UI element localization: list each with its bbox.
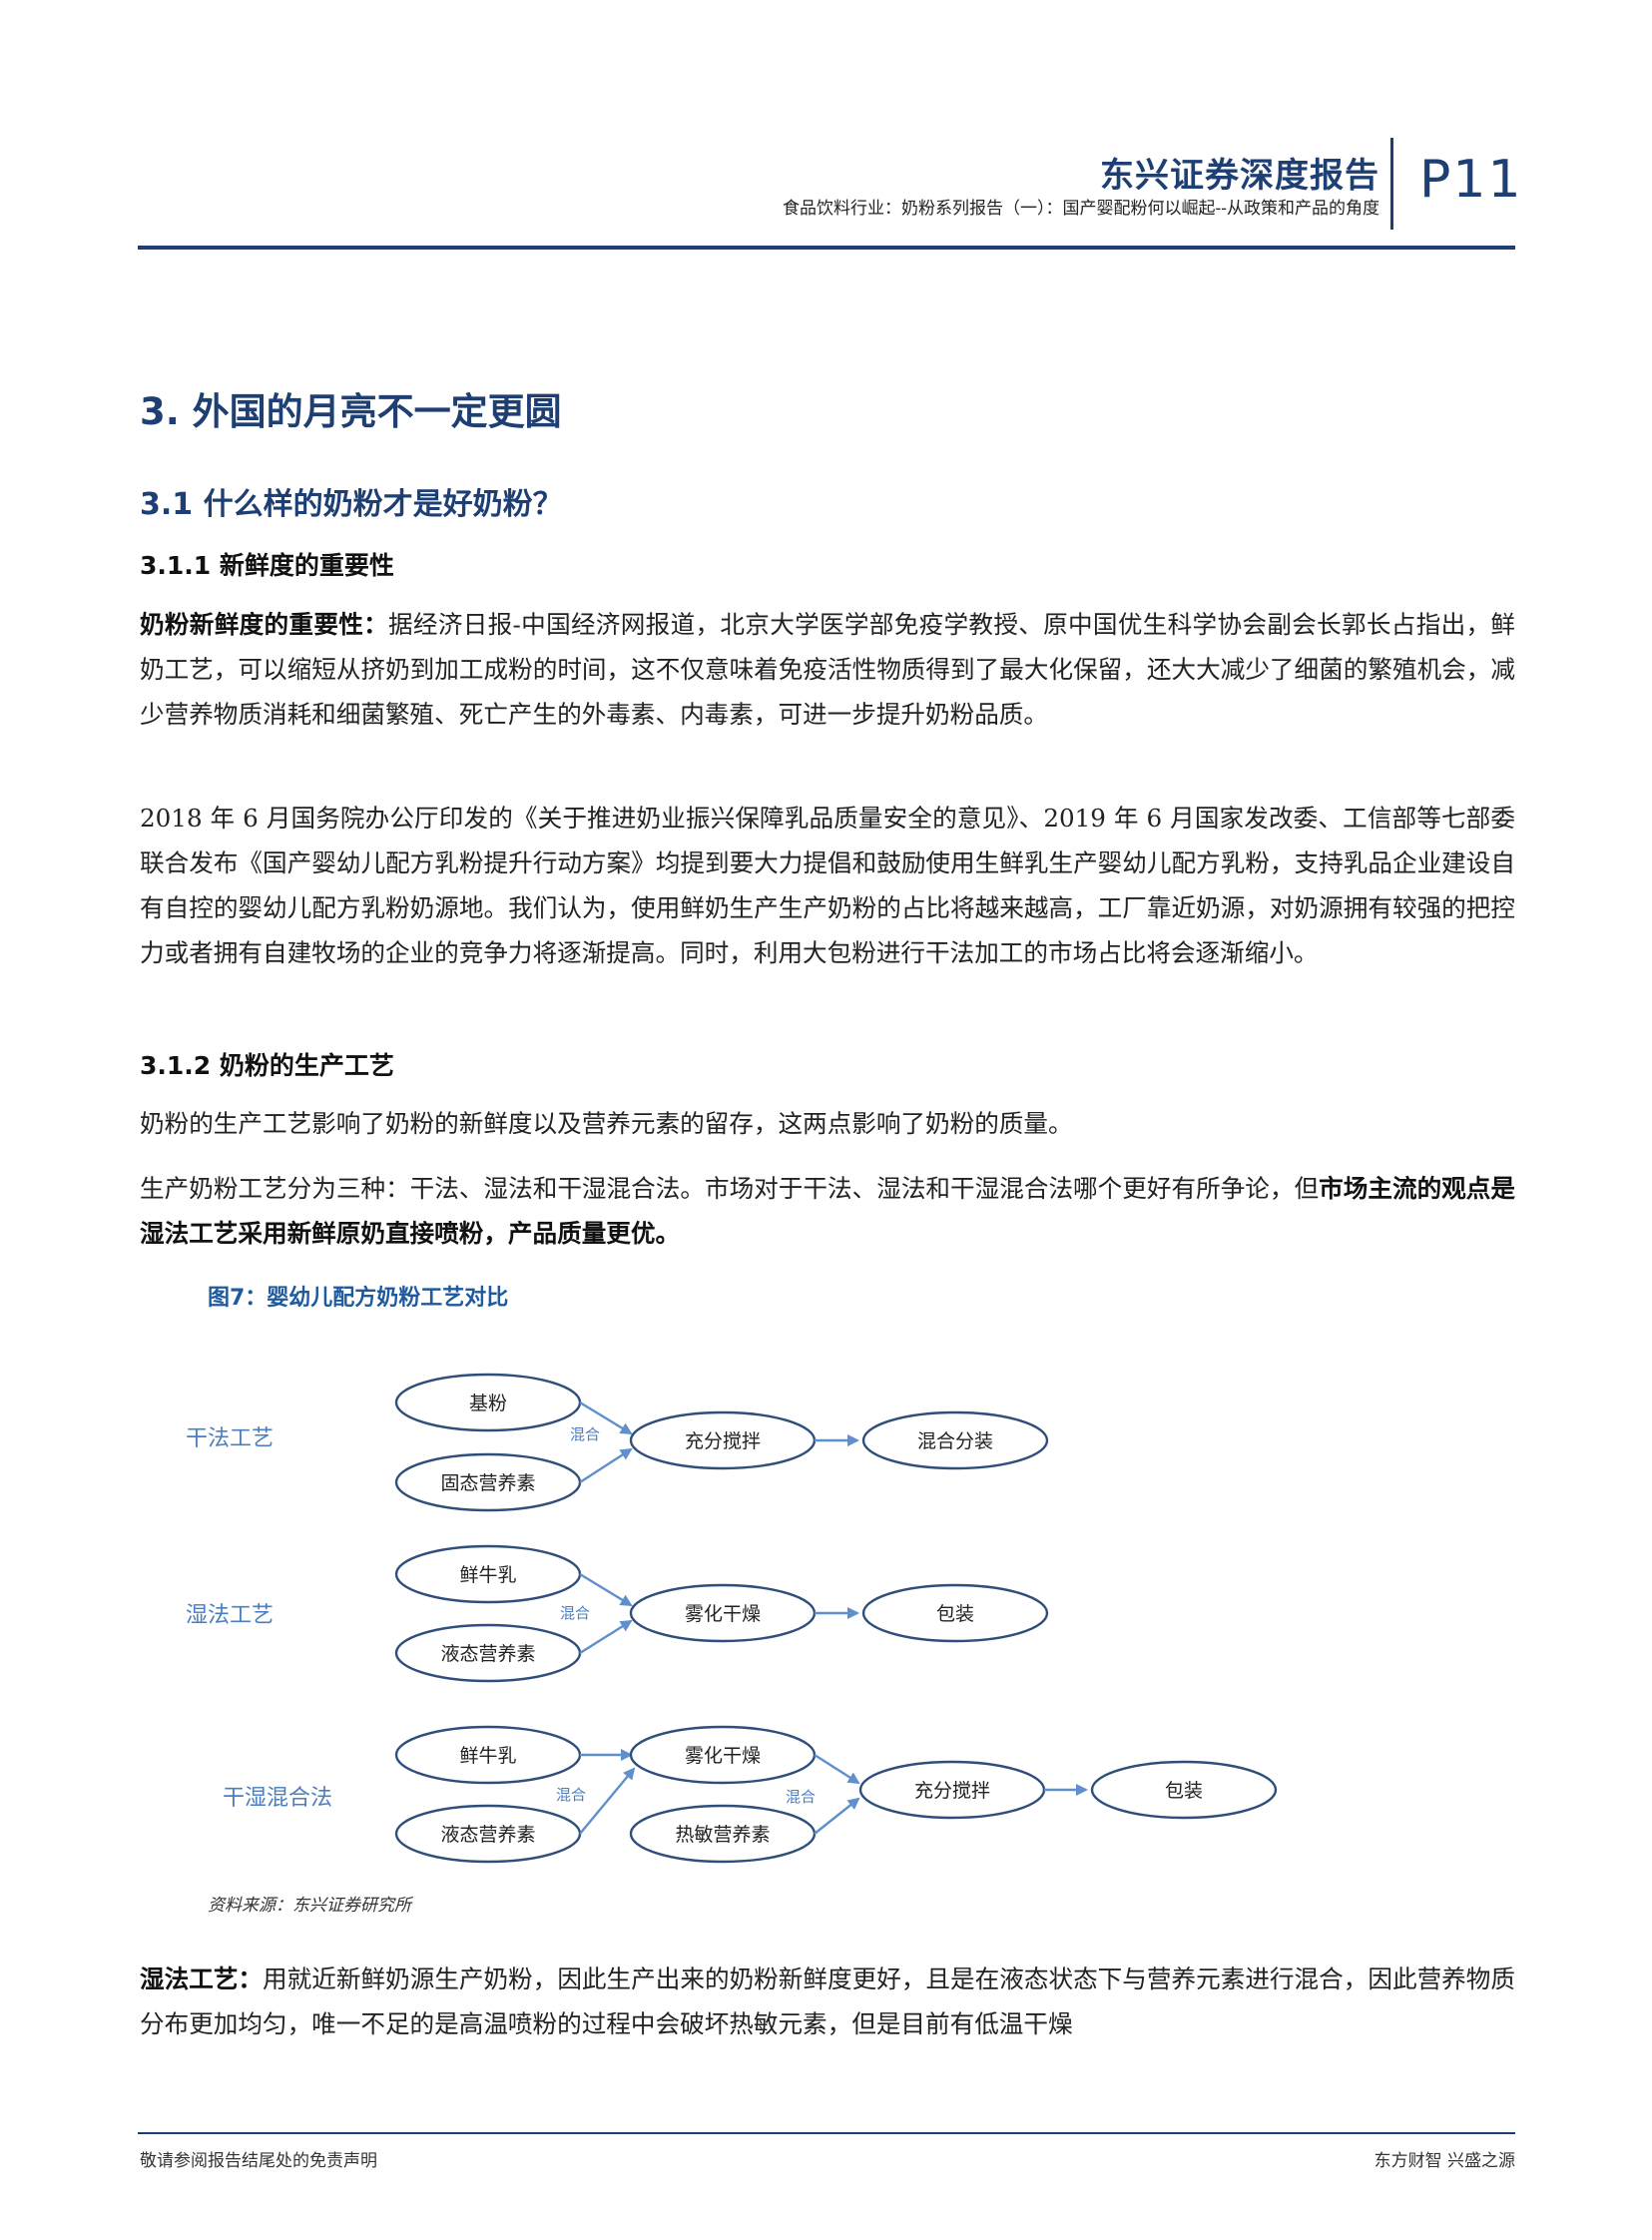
svg-text:鲜牛乳: 鲜牛乳 [459,1745,516,1767]
row-label-wet: 湿法工艺 [186,1603,274,1628]
subsection-heading: 3.1 什么样的奶粉才是好奶粉？ [140,487,563,522]
arrow-dry-in1 [579,1400,633,1435]
svg-text:基粉: 基粉 [469,1393,507,1414]
row-label-dry: 干法工艺 [186,1426,274,1451]
paragraph-lead: 湿法工艺： [140,1964,264,1993]
paragraph-process-types: 生产奶粉工艺分为三种：干法、湿法和干湿混合法。市场对于干法、湿法和干湿混合法哪个… [140,1166,1515,1256]
paragraph-text: 用就近新鲜奶源生产奶粉，因此生产出来的奶粉新鲜度更好，且是在液态状态下与营养元素… [140,1964,1515,2038]
mix-label-wet: 混合 [560,1604,590,1622]
figure-title: 图7：婴幼儿配方奶粉工艺对比 [208,1286,509,1311]
footer-rule [138,2132,1515,2134]
report-subtitle: 食品饮料行业：奶粉系列报告（一）：国产婴配粉何以崛起--从政策和产品的角度 [783,199,1379,219]
node-heat-sensitive-nutrients: 热敏营养素 [629,1804,817,1864]
subsubsection-heading-freshness: 3.1.1 新鲜度的重要性 [140,551,394,580]
arrow-hybrid-mid2 [814,1797,860,1835]
header-divider [1390,138,1393,230]
node-hybrid-fresh-milk: 鲜牛乳 [394,1725,582,1785]
mix-label-dry: 混合 [570,1425,600,1443]
arrow-hybrid-in2 [579,1767,636,1835]
figure-source: 资料来源：东兴证券研究所 [208,1896,411,1916]
svg-text:包装: 包装 [936,1603,974,1625]
node-hybrid-stir: 充分搅拌 [858,1760,1046,1820]
svg-text:鲜牛乳: 鲜牛乳 [459,1564,516,1586]
process-diagram: 干法工艺 基粉 固态营养素 混合 充分搅拌 混合分装 湿法工艺 鲜牛乳 液态营养… [186,1373,1278,1864]
paragraph-emphasis: 市场主流的观点是湿法工艺采用新鲜原奶直接喷粉，产品质量更优。 [140,1174,1515,1248]
node-dry-stir: 充分搅拌 [629,1410,817,1470]
mix-label-hybrid-2: 混合 [786,1788,816,1806]
svg-text:热敏营养素: 热敏营养素 [675,1824,770,1846]
header-rule [138,246,1515,250]
mix-label-hybrid-1: 混合 [556,1786,586,1804]
report-brand: 东兴证券深度报告 [1100,156,1379,196]
node-fresh-milk: 鲜牛乳 [394,1544,582,1604]
arrow-wet-in1 [579,1572,633,1607]
node-liquid-nutrients: 液态营养素 [394,1623,582,1683]
paragraph-wet-process: 湿法工艺：用就近新鲜奶源生产奶粉，因此生产出来的奶粉新鲜度更好，且是在液态状态下… [140,1957,1515,2046]
node-wet-pack: 包装 [861,1583,1049,1643]
svg-text:雾化干燥: 雾化干燥 [685,1603,761,1625]
svg-text:液态营养素: 液态营养素 [440,1824,535,1846]
arrow-hybrid-mid1 [814,1753,860,1785]
paragraph-freshness: 奶粉新鲜度的重要性：据经济日报-中国经济网报道，北京大学医学部免疫学教授、原中国… [140,602,1515,737]
row-label-hybrid: 干湿混合法 [223,1786,332,1811]
paragraph-text: 据经济日报-中国经济网报道，北京大学医学部免疫学教授、原中国优生科学协会副会长郭… [140,610,1515,729]
paragraph-process-intro: 奶粉的生产工艺影响了奶粉的新鲜度以及营养元素的留存，这两点影响了奶粉的质量。 [140,1109,1073,1138]
node-hybrid-spray-dry: 雾化干燥 [629,1725,817,1785]
node-solid-nutrients: 固态营养素 [394,1452,582,1512]
paragraph-lead: 奶粉新鲜度的重要性： [140,610,389,639]
footer-disclaimer: 敬请参阅报告结尾处的免责声明 [140,2151,377,2171]
arrow-wet-in2 [579,1619,633,1655]
node-hybrid-liquid-nutrients: 液态营养素 [394,1804,582,1864]
footer-slogan: 东方财智 兴盛之源 [1374,2151,1515,2171]
svg-text:固态营养素: 固态营养素 [440,1472,535,1494]
section-heading: 3. 外国的月亮不一定更圆 [140,390,562,433]
node-spray-dry: 雾化干燥 [629,1583,817,1643]
arrow-dry-in2 [579,1447,633,1484]
svg-text:充分搅拌: 充分搅拌 [685,1430,761,1452]
svg-text:包装: 包装 [1165,1780,1203,1802]
subsubsection-heading-process: 3.1.2 奶粉的生产工艺 [140,1051,394,1080]
svg-text:充分搅拌: 充分搅拌 [914,1780,990,1802]
page-number: P11 [1419,150,1523,210]
node-base-powder: 基粉 [394,1373,582,1432]
svg-text:雾化干燥: 雾化干燥 [685,1745,761,1767]
paragraph-policy: 2018 年 6 月国务院办公厅印发的《关于推进奶业振兴保障乳品质量安全的意见》… [140,804,1515,967]
node-dry-pack: 混合分装 [861,1410,1049,1470]
paragraph-text: 生产奶粉工艺分为三种：干法、湿法和干湿混合法。市场对于干法、湿法和干湿混合法哪个… [140,1174,1320,1203]
node-hybrid-pack: 包装 [1090,1760,1278,1820]
svg-text:液态营养素: 液态营养素 [440,1643,535,1665]
svg-text:混合分装: 混合分装 [917,1430,993,1452]
